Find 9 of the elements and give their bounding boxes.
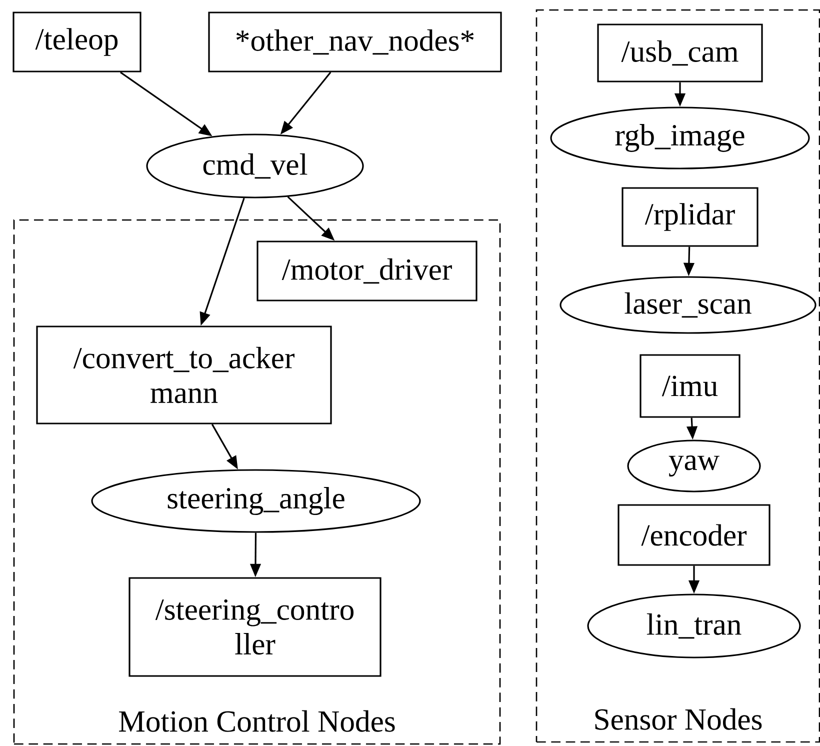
process-box: /usb_cam (597, 24, 763, 82)
process-box: /imu (640, 354, 740, 418)
process-box: /convert_to_acker mann (36, 326, 332, 424)
process-box: /rplidar (622, 187, 758, 247)
process-box: *other_nav_nodes* (208, 12, 502, 72)
process-box: /steering_contro ller (128, 577, 382, 677)
process-box: /motor_driver (256, 240, 478, 302)
process-box: /encoder (618, 504, 770, 566)
process-box: /teleop (12, 12, 142, 72)
